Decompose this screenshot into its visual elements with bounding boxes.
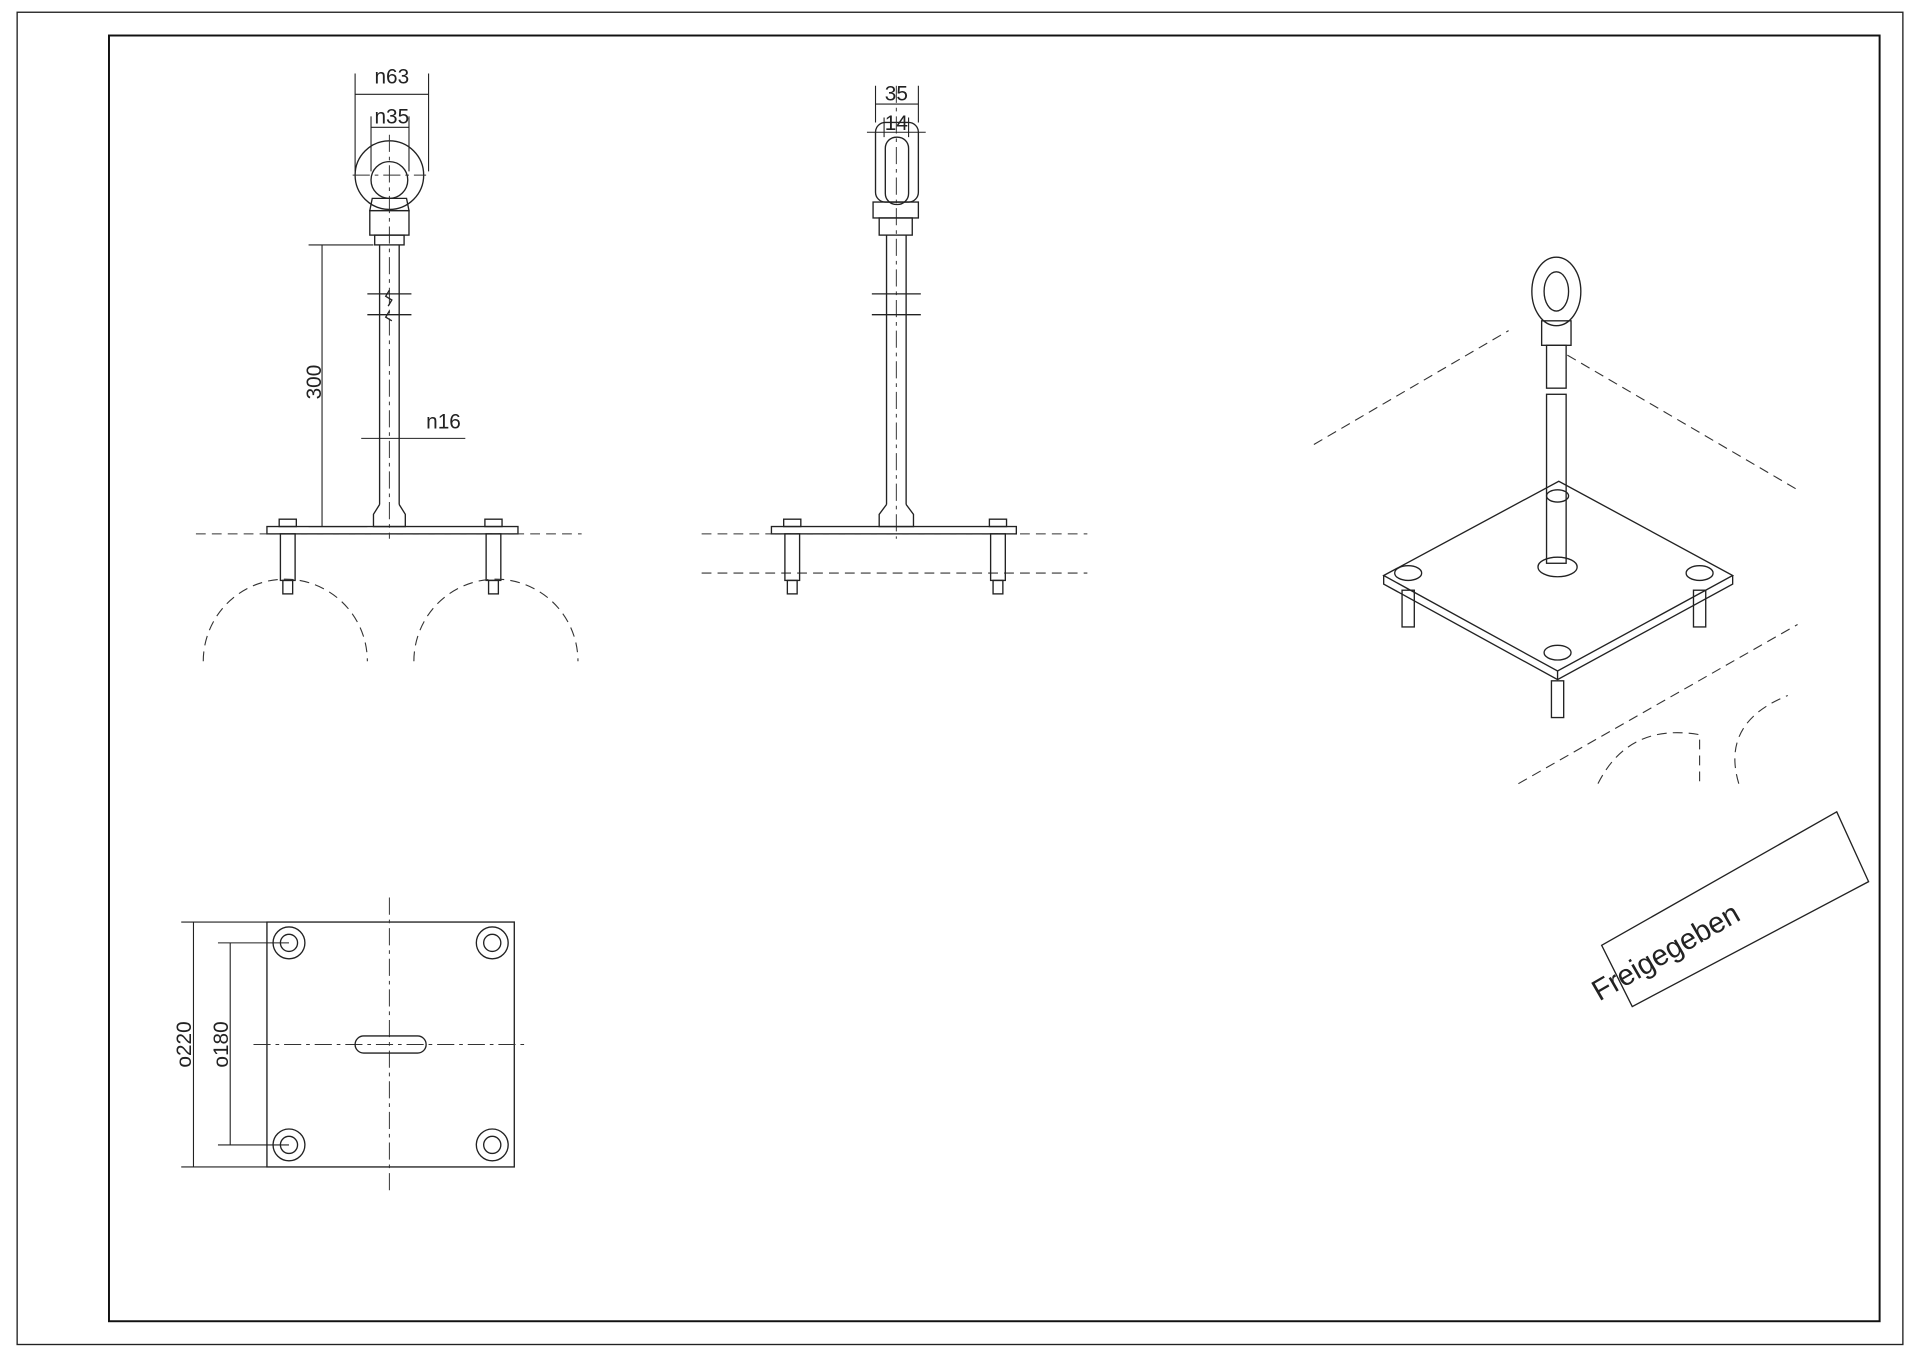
dim-bolt-spacing: o180 <box>210 1021 233 1067</box>
stamp-text: Freigegeben <box>1586 897 1745 1008</box>
side-view <box>701 85 1088 595</box>
plan-view <box>253 897 527 1194</box>
dim-eye-outer: n63 <box>374 65 409 88</box>
isometric-view <box>1313 256 1798 785</box>
dim-eye-inner: n35 <box>374 106 409 129</box>
drawing-frame <box>108 34 1881 1323</box>
front-view-dimensions: n63 n35 300 n16 <box>303 65 466 528</box>
sheet-border <box>16 11 1904 1346</box>
dim-slot-width: 14 <box>885 112 908 135</box>
front-view <box>195 134 582 662</box>
dim-height: 300 <box>303 365 326 400</box>
dim-shackle-width: 35 <box>885 82 908 105</box>
plan-view-dimensions: o220 o180 <box>173 921 289 1168</box>
side-view-dimensions: 35 14 <box>866 82 926 138</box>
dim-rod: n16 <box>426 411 461 434</box>
approval-stamp: Freigegeben <box>1586 810 1870 1008</box>
dim-plate: o220 <box>173 1021 196 1067</box>
